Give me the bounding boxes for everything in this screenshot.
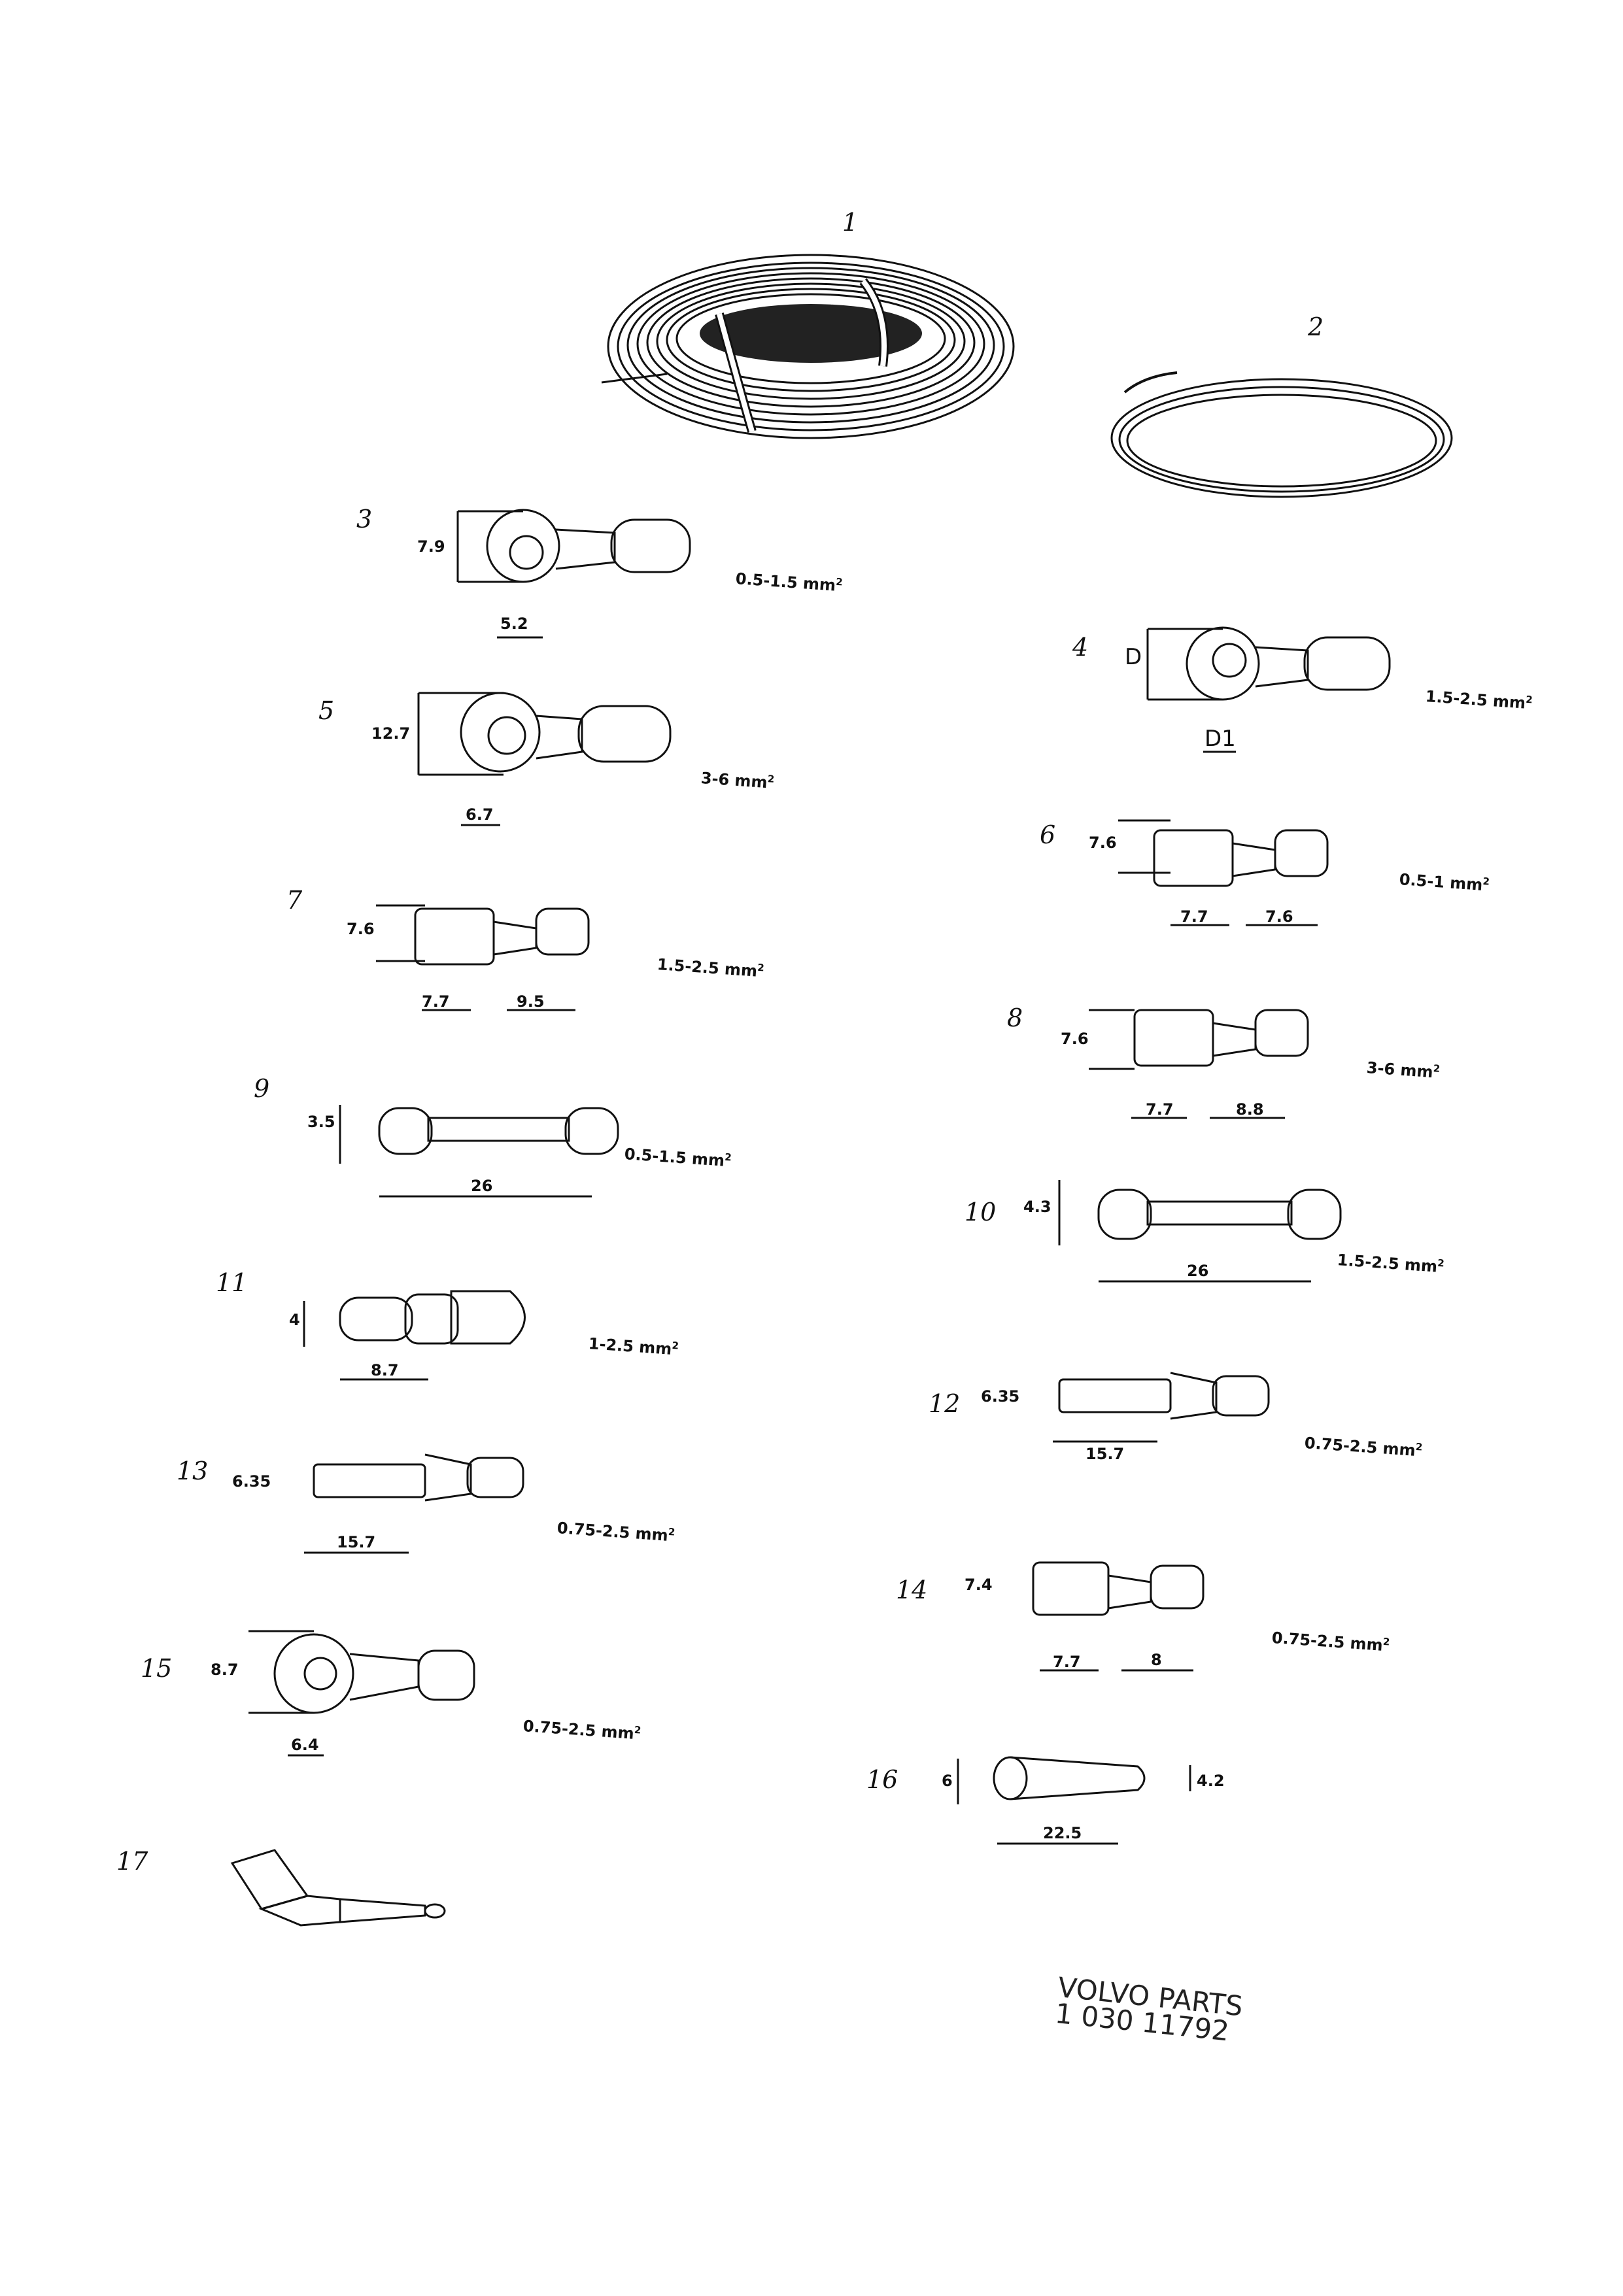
item-7-number: 7	[286, 886, 303, 915]
dim-11-length: 8.7	[371, 1361, 399, 1379]
dim-6-a: 7.7	[1180, 907, 1208, 926]
dim-14-a: 7.7	[1053, 1653, 1081, 1671]
dim-3-height: 7.9	[417, 537, 445, 556]
wire-coil-illustration	[601, 254, 1015, 439]
ring-terminal-15	[248, 1630, 475, 1757]
item-5-number: 5	[318, 696, 335, 725]
dim-9-height: 3.5	[307, 1113, 335, 1131]
item-10-number: 10	[965, 1198, 997, 1226]
dim-7-height: 7.6	[347, 920, 375, 938]
item-8-number: 8	[1007, 1004, 1023, 1032]
dim-6-b: 7.6	[1265, 907, 1293, 926]
dim-16-height: 6	[942, 1772, 953, 1790]
dim-10-height: 4.3	[1023, 1198, 1051, 1216]
insulating-sleeve-16	[957, 1756, 1191, 1845]
dim-4-height: D	[1125, 644, 1142, 670]
ring-terminal-4	[1146, 626, 1391, 753]
dim-5-hole: 6.7	[466, 805, 494, 824]
butt-connector-9	[339, 1105, 619, 1198]
dim-14-height: 7.4	[965, 1576, 993, 1594]
dim-16-length: 22.5	[1043, 1824, 1082, 1842]
dim-5-height: 12.7	[371, 724, 411, 743]
item-1-number: 1	[842, 208, 859, 237]
dim-7-b: 9.5	[517, 992, 545, 1011]
dim-7-a: 7.7	[422, 992, 450, 1011]
dim-6-height: 7.6	[1089, 834, 1117, 852]
dim-12-height: 6.35	[981, 1387, 1020, 1406]
cable-ring-illustration	[1110, 371, 1453, 498]
receptacle-7	[376, 904, 590, 1011]
item-14-number: 14	[896, 1576, 928, 1604]
dim-8-height: 7.6	[1061, 1030, 1089, 1048]
dim-15-hole: 6.4	[291, 1736, 319, 1754]
bullet-connector-11	[303, 1290, 526, 1381]
dim-16-tip: 4.2	[1197, 1772, 1225, 1790]
item-4-number: 4	[1072, 633, 1089, 662]
receptacle-8	[1089, 1009, 1309, 1119]
dim-9-length: 26	[471, 1177, 493, 1195]
blade-terminal-12	[1053, 1372, 1270, 1443]
plug-17	[230, 1849, 446, 1927]
dim-4-hole: D1	[1204, 726, 1236, 752]
dim-15-height: 8.7	[211, 1661, 239, 1679]
butt-connector-10	[1058, 1180, 1342, 1283]
item-2-number: 2	[1308, 312, 1324, 341]
item-13-number: 13	[177, 1457, 209, 1485]
receptacle-14	[1032, 1561, 1204, 1672]
dim-10-length: 26	[1187, 1262, 1209, 1280]
dim-12-length: 15.7	[1085, 1445, 1125, 1463]
dim-11-height: 4	[289, 1311, 300, 1329]
dim-3-hole: 5.2	[500, 615, 528, 633]
receptacle-6	[1118, 819, 1329, 926]
item-11-number: 11	[216, 1268, 248, 1297]
item-16-number: 16	[866, 1765, 898, 1794]
dim-13-length: 15.7	[337, 1533, 376, 1551]
item-6-number: 6	[1040, 820, 1056, 849]
item-17-number: 17	[116, 1847, 148, 1876]
item-9-number: 9	[254, 1074, 270, 1103]
item-3-number: 3	[356, 505, 373, 533]
item-15-number: 15	[141, 1654, 173, 1683]
item-12-number: 12	[929, 1389, 961, 1418]
ring-terminal-3	[456, 509, 691, 639]
dim-8-a: 7.7	[1146, 1100, 1174, 1119]
ring-terminal-5	[417, 692, 672, 826]
blade-terminal-13	[304, 1453, 524, 1554]
dim-14-b: 8	[1151, 1651, 1162, 1669]
dim-13-height: 6.35	[232, 1472, 271, 1491]
dim-8-b: 8.8	[1236, 1100, 1264, 1119]
